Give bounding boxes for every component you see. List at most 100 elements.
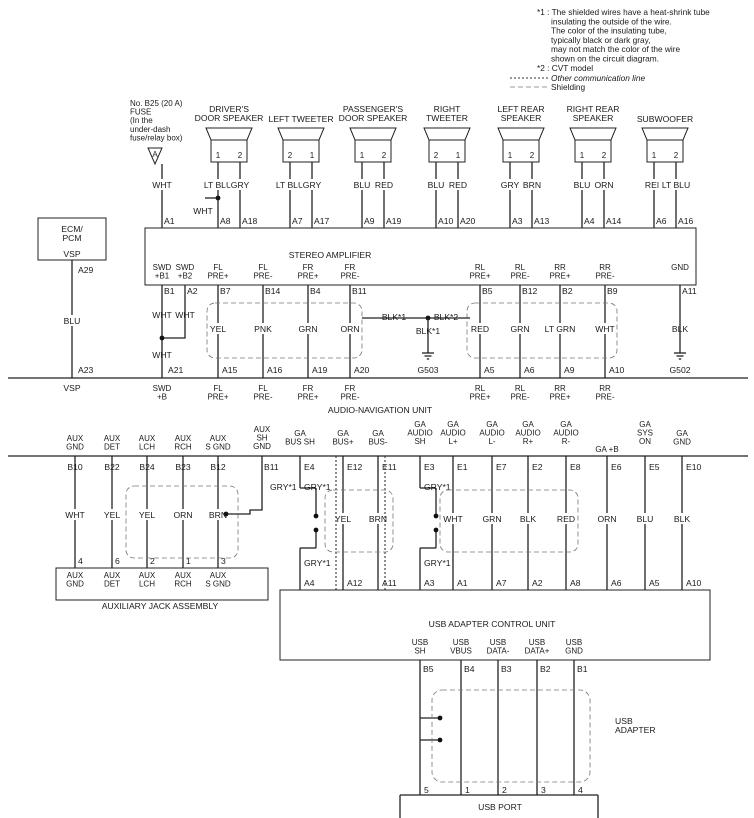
nav-pin: A9	[564, 365, 575, 375]
speaker-pin: 2	[530, 151, 535, 160]
amp-bottom-pin: B2	[562, 286, 573, 296]
fuse-label: No. B25 (20 A)	[130, 99, 183, 108]
wire-color: BRN	[523, 180, 541, 190]
nav-bottom-label: DET	[104, 443, 120, 452]
usb-port-pin: 3	[541, 785, 546, 795]
ga-pin: E4	[304, 462, 315, 472]
wire-color: RED	[375, 180, 393, 190]
wire-color: RED	[557, 514, 575, 524]
nav-top-label: PRE-	[340, 393, 359, 402]
amp-pin: A10	[438, 216, 454, 226]
usb-adapter-label: USB	[615, 716, 633, 726]
wire-color: BLU	[428, 180, 445, 190]
speaker-icon	[423, 127, 471, 141]
nav-top-label: RR	[554, 384, 566, 393]
wire-color-bg	[594, 179, 614, 190]
wire	[162, 330, 186, 339]
nav-top-label: FR	[303, 384, 314, 393]
wire-color-bg	[510, 323, 530, 334]
usb-unit-pin: A6	[611, 578, 622, 588]
shield-front	[206, 302, 363, 359]
speaker-name: SPEAKER	[573, 113, 614, 123]
wire-color: GRN	[482, 514, 501, 524]
usb-label: DATA-	[487, 647, 510, 656]
wire-color-bg	[208, 509, 228, 520]
ga-label: BUS+	[332, 438, 353, 447]
amp-bottom-pin: B14	[265, 286, 281, 296]
ga-label: ON	[639, 437, 651, 446]
usb-port-label: USB PORT	[478, 802, 523, 812]
amp-bottom-label: GND	[671, 263, 689, 272]
usb-label: USB	[566, 638, 582, 647]
aux-jack-label: AUX	[139, 571, 156, 580]
wire-color: WHT	[152, 350, 172, 360]
ga-label: AUDIO	[407, 429, 432, 438]
wire-color-bg	[500, 179, 520, 190]
amp-bottom-label: RR	[554, 263, 566, 272]
speaker-body	[646, 139, 684, 163]
wire-color-bg	[173, 509, 193, 520]
wire-color: GRN	[510, 324, 529, 334]
splice-dot	[433, 513, 439, 519]
ground-label: G502	[669, 365, 690, 375]
ga-pin: E6	[611, 462, 622, 472]
amp-bottom-label: PRE-	[340, 272, 359, 281]
splice-dot	[215, 195, 221, 201]
wire-color: WHT	[175, 310, 195, 320]
wire-color: ORN	[340, 324, 359, 334]
ga-label: GND	[673, 438, 691, 447]
splice-dot	[437, 715, 443, 721]
stereo-amplifier-box	[144, 227, 697, 286]
wire-color: ORN	[594, 180, 613, 190]
ga-label: GA	[522, 420, 534, 429]
nav-bottom-label: GND	[253, 442, 271, 451]
wire-color: WHT	[65, 510, 85, 520]
speaker-body	[210, 139, 248, 163]
usb-unit-pin: A7	[496, 578, 507, 588]
ga-label: L-	[488, 437, 495, 446]
usb-unit-pin: A5	[649, 578, 660, 588]
splice-dot	[223, 511, 229, 517]
wire-color: BLU	[574, 180, 591, 190]
wire-color-bg	[58, 315, 86, 326]
nav-top-label: PRE+	[469, 393, 490, 402]
ga-label: BUS-	[368, 438, 387, 447]
aux-jack-label: DET	[104, 580, 120, 589]
wire-color-bg	[333, 513, 353, 524]
ecm-pcm-name: PCM	[62, 233, 81, 243]
nav-pin: A10	[609, 365, 625, 375]
shield-aux	[125, 485, 239, 559]
usb-unit-pin: A2	[532, 578, 543, 588]
speaker-pin: 1	[310, 151, 315, 160]
ga-label: GA	[560, 420, 572, 429]
wire-color: WHT	[152, 310, 172, 320]
wire-color-bg	[272, 179, 308, 190]
speaker-name: SPEAKER	[501, 113, 542, 123]
amp-pin: A6	[656, 216, 667, 226]
wire-color: YEL	[104, 510, 120, 520]
speaker-icon	[205, 127, 253, 141]
wire-color: PNK	[254, 324, 272, 334]
wire-color: GRY	[501, 180, 520, 190]
aux-shield-drain	[226, 456, 263, 515]
amp-bottom-label: PRE-	[253, 272, 272, 281]
wire-color-bg	[572, 179, 592, 190]
speaker-pin: 2	[238, 151, 243, 160]
nav-top-label: PRE-	[510, 393, 529, 402]
amp-pin: A1	[164, 216, 175, 226]
nav-top-label: PRE-	[253, 393, 272, 402]
wire-color-bg	[448, 179, 468, 190]
ga-pin: E10	[686, 462, 702, 472]
amp-pin: A19	[386, 216, 402, 226]
wire-color-bg	[137, 509, 157, 520]
aux-jack-label: AUX	[210, 571, 227, 580]
nav-pin-label: VSP	[63, 383, 80, 393]
wire-color: YEL	[210, 324, 226, 334]
usb-adapter-control-unit-title: USB ADAPTER CONTROL UNIT	[429, 619, 556, 629]
shield-rear	[466, 302, 618, 359]
ga-label: GA	[447, 420, 459, 429]
amp-pin: A4	[584, 216, 595, 226]
wire-color-bg	[635, 513, 655, 524]
amp-bottom-pin: B1	[164, 286, 175, 296]
amp-bottom-pin: B11	[352, 286, 367, 296]
